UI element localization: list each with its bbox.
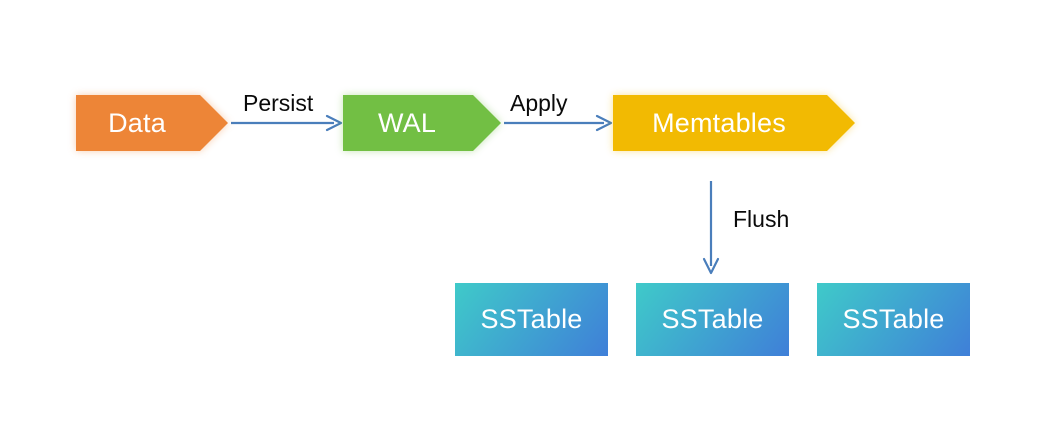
node-data-shape (76, 95, 228, 151)
node-wal-label: WAL (377, 107, 437, 138)
sstable-box-1[interactable]: SSTable (455, 283, 608, 356)
sstable-box-2[interactable]: SSTable (636, 283, 789, 356)
edge-apply (504, 114, 613, 132)
edge-label-persist: Persist (243, 90, 314, 116)
edge-label-flush: Flush (733, 206, 790, 232)
edge-apply-arrowhead (595, 114, 613, 132)
sstable-label-3: SSTable (842, 304, 945, 334)
edge-persist (231, 114, 343, 132)
node-data[interactable]: Data (76, 95, 228, 151)
edge-label-apply: Apply (510, 90, 568, 116)
node-data-label: Data (108, 107, 166, 138)
sstable-label-2: SSTable (661, 304, 764, 334)
node-memtables-label: Memtables (652, 107, 786, 138)
node-wal[interactable]: WAL (343, 95, 501, 151)
edge-flush (702, 181, 720, 275)
node-memtables-shape (613, 95, 855, 151)
node-memtables[interactable]: Memtables (613, 95, 855, 151)
edge-persist-arrowhead (325, 114, 343, 132)
node-wal-shape (343, 95, 501, 151)
edge-flush-arrowhead (702, 257, 720, 275)
sstable-label-1: SSTable (480, 304, 583, 334)
sstable-box-3[interactable]: SSTable (817, 283, 970, 356)
